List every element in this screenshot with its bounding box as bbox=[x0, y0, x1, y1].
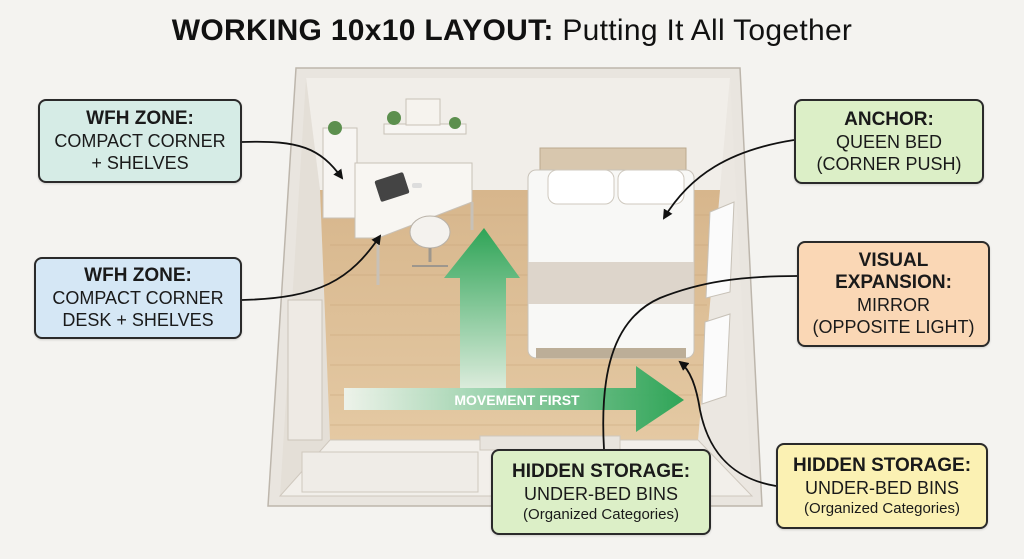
callout-line: (OPPOSITE LIGHT) bbox=[812, 317, 975, 337]
left-shelving bbox=[322, 127, 358, 219]
queen-bed bbox=[527, 147, 695, 359]
callout-line: UNDER-BED BINS bbox=[523, 483, 679, 504]
callout-line: COMPACT CORNER bbox=[54, 131, 226, 151]
title-bold: WORKING 10x10 LAYOUT: bbox=[171, 14, 554, 47]
window-icon bbox=[705, 201, 735, 299]
callout-line: UNDER-BED BINS bbox=[804, 477, 960, 498]
window-icon bbox=[701, 313, 731, 405]
callout-leaders bbox=[241, 139, 798, 487]
callout-heading: VISUAL EXPANSION: bbox=[835, 250, 952, 293]
plant-icon bbox=[328, 121, 342, 135]
title-light: Putting It All Together bbox=[562, 14, 853, 47]
callout-line: + SHELVES bbox=[91, 153, 189, 173]
callout-line: MIRROR bbox=[857, 295, 930, 315]
callout-heading: HIDDEN STORAGE: bbox=[511, 460, 691, 482]
movement-arrow bbox=[344, 228, 684, 432]
callout-line: QUEEN BED bbox=[835, 131, 943, 152]
front-cabinet bbox=[479, 435, 621, 451]
callout-wfh-zone-desk: WFH ZONE: COMPACT CORNER DESK + SHELVES bbox=[34, 257, 242, 339]
callout-anchor: ANCHOR: QUEEN BED (CORNER PUSH) bbox=[794, 99, 984, 184]
callout-subline: (Organized Categories) bbox=[523, 505, 679, 523]
callout-heading: WFH ZONE: bbox=[86, 108, 194, 129]
callout-line: COMPACT CORNER bbox=[52, 288, 224, 308]
desk-chair bbox=[409, 215, 451, 267]
callout-line: (CORNER PUSH) bbox=[816, 153, 962, 174]
front-bench bbox=[301, 451, 479, 493]
desk bbox=[354, 162, 474, 285]
callout-heading: HIDDEN STORAGE: bbox=[792, 454, 972, 476]
callout-hidden-storage-right: HIDDEN STORAGE: UNDER-BED BINS (Organize… bbox=[776, 443, 988, 529]
left-closet bbox=[287, 299, 323, 441]
callout-heading: ANCHOR: bbox=[844, 108, 934, 130]
plant-icon bbox=[449, 117, 461, 129]
callout-visual-expansion: VISUAL EXPANSION: MIRROR (OPPOSITE LIGHT… bbox=[797, 241, 990, 347]
callout-heading: WFH ZONE: bbox=[84, 265, 192, 286]
page-title: WORKING 10x10 LAYOUT: Putting It All Tog… bbox=[0, 14, 1024, 48]
picture-frame bbox=[405, 98, 441, 126]
callout-wfh-zone-shelves: WFH ZONE: COMPACT CORNER + SHELVES bbox=[38, 99, 242, 183]
callout-subline: (Organized Categories) bbox=[804, 499, 960, 517]
callout-line: DESK + SHELVES bbox=[62, 310, 214, 330]
plant-icon bbox=[387, 111, 401, 125]
callout-hidden-storage-center: HIDDEN STORAGE: UNDER-BED BINS (Organize… bbox=[491, 449, 711, 535]
movement-first-label: MOVEMENT FIRST bbox=[454, 392, 580, 408]
